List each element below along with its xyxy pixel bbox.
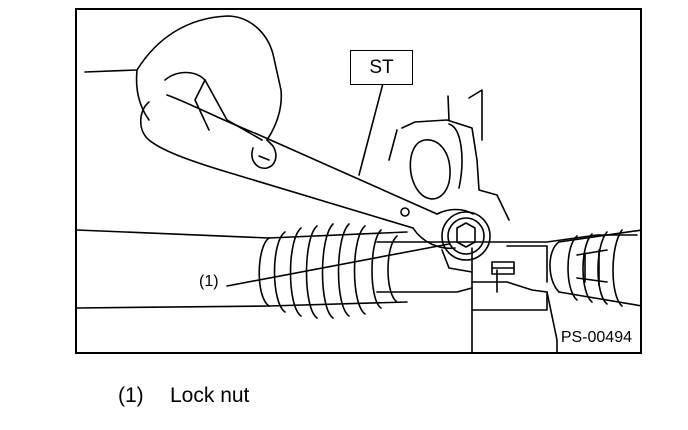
legend-text: Lock nut <box>170 384 250 407</box>
wrench-icon <box>139 67 474 250</box>
figure-frame: ST (1) PS-00494 <box>75 8 642 354</box>
hand-icon <box>84 15 283 170</box>
steering-gear-illustration <box>77 15 640 352</box>
callout-leader-line <box>226 243 450 287</box>
steering-gear-icon <box>376 89 640 352</box>
legend-number: (1) <box>118 384 144 407</box>
callout-label-1: (1) <box>199 273 219 290</box>
tool-label-st: ST <box>350 50 413 85</box>
legend-item: (1) Lock nut <box>118 384 249 408</box>
lock-nut-icon <box>441 211 491 273</box>
figure-id: PS-00494 <box>558 329 634 347</box>
bellows-boot-icon <box>77 223 408 319</box>
